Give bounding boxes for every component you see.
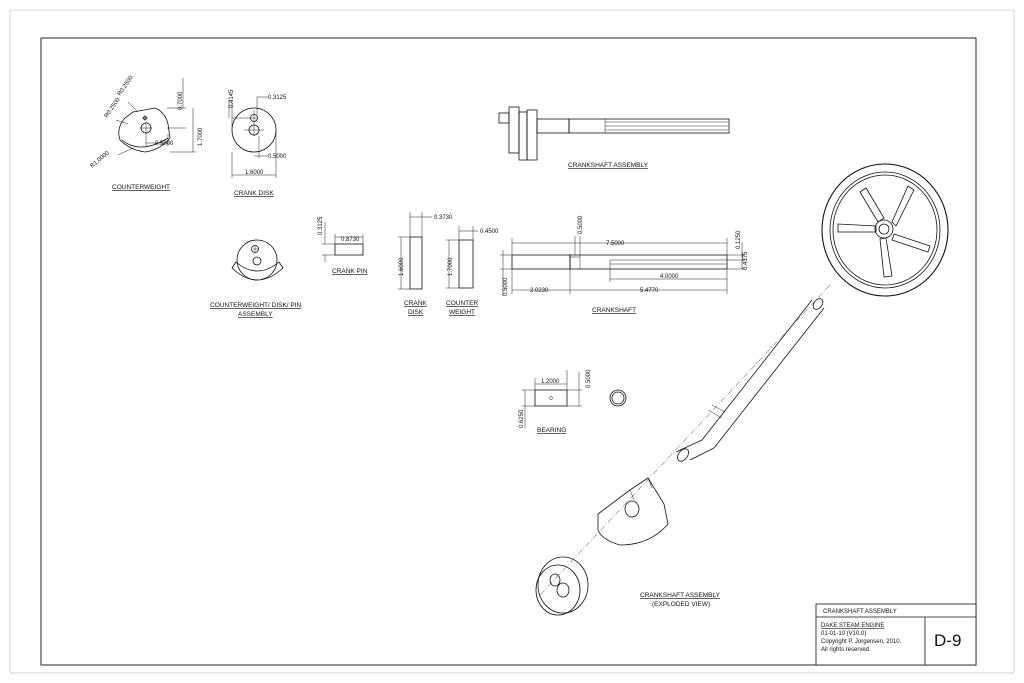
- crank-disk-dim-pin: 0.3125: [268, 95, 287, 101]
- crankshaft-title: CRANKSHAFT: [592, 307, 636, 314]
- crank-disk-dim-offset: 0.4145: [229, 89, 235, 108]
- bearing-view: 1.2000 0.5000 0.6250 BEARING: [519, 369, 627, 434]
- crankshaft-dim-right: 5.4770: [640, 288, 659, 294]
- assembly-title-1: COUNTERWEIGHT/ DISK/ PIN: [210, 302, 302, 309]
- crank-disk-side-dim-thk: 0.3730: [434, 215, 453, 221]
- counterweight-dim-width: 0.5000: [155, 141, 174, 147]
- counterweight-side-dim-thk: 0.4500: [480, 229, 499, 235]
- crankshaft-view: 0.5000 7.5000 0.1250 0.4375 4.0000 0.500…: [500, 215, 749, 314]
- title-block-project: DAKE STEAM ENGINE: [821, 623, 884, 629]
- title-block-version: 01-01-10 (V10.0): [821, 631, 866, 637]
- crank-disk-side-title-2: DISK: [408, 309, 424, 316]
- crank-pin-title: CRANK PIN: [332, 268, 368, 275]
- crankshaft-dim-length: 7.5000: [606, 241, 625, 247]
- title-block-sheet-number: D-9: [934, 631, 961, 650]
- bearing-dim-bore: 0.5000: [586, 369, 592, 388]
- crankshaft-dim-key: 0.5000: [578, 215, 584, 234]
- bearing-dim-len: 1.2000: [541, 379, 560, 385]
- crank-disk-dim-dia: 1.6000: [245, 170, 264, 176]
- counterweight-side-view: 0.4500 1.7000 COUNTER WEIGHT: [446, 226, 499, 316]
- exploded-title-2: (EXPLODED VIEW): [652, 601, 710, 608]
- crankshaft-dim-left: 2.0230: [530, 288, 549, 294]
- bearing-title: BEARING: [537, 427, 566, 434]
- crank-disk-title: CRANK DISK: [234, 190, 274, 197]
- crank-pin-dim-dia: 0.3125: [318, 216, 324, 235]
- crankshaft-assembly-top-view: CRANKSHAFT ASSEMBLY: [498, 106, 730, 169]
- crankshaft-dim-slot: 4.0000: [660, 274, 679, 280]
- crankshaft-dim-dia2: 0.4375: [743, 251, 749, 270]
- outer-border: [9, 9, 1015, 674]
- crankshaft-dim-dia: 0.5000: [503, 277, 509, 296]
- assembly-title-2: ASSEMBLY: [238, 311, 273, 318]
- counterweight-title: COUNTERWEIGHT: [112, 184, 170, 191]
- counterweight-dim-top: 0.7000: [178, 91, 184, 110]
- crank-disk-side-view: 0.3730 1.6000 CRANK DISK: [398, 212, 453, 316]
- exploded-view: CRANKSHAFT ASSEMBLY (EXPLODED VIEW): [535, 163, 949, 616]
- crank-pin-view: 0.3125 0.8730 CRANK PIN: [318, 216, 368, 275]
- counterweight-dim-height: 1.7000: [198, 127, 204, 146]
- crankshaft-dim-flat: 0.1250: [736, 230, 742, 249]
- counterweight-side-title-2: WEIGHT: [449, 309, 475, 316]
- crank-pin-dim-len: 0.8730: [341, 237, 360, 243]
- drawing-border: [40, 37, 977, 666]
- crankshaft-assembly-top-title: CRANKSHAFT ASSEMBLY: [568, 162, 649, 169]
- bearing-dim-od: 0.6250: [519, 409, 525, 428]
- title-block-copyright: Copyright P. Jorgensen, 2010.: [821, 639, 902, 645]
- crank-disk-view: 0.4145 0.3125 0.5000 1.6000 CRANK DISK: [228, 89, 287, 197]
- crank-disk-dim-bore: 0.5000: [268, 154, 287, 160]
- counterweight-side-dim-h: 1.7000: [448, 257, 454, 276]
- title-block-drawing-title: CRANKSHAFT ASSEMBLY: [823, 609, 897, 615]
- crank-disk-side-dim-dia: 1.6000: [399, 257, 405, 276]
- title-block: CRANKSHAFT ASSEMBLY DAKE STEAM ENGINE 01…: [815, 603, 977, 666]
- title-block-rights: All rights reserved.: [821, 647, 871, 653]
- cw-disk-pin-assembly: COUNTERWEIGHT/ DISK/ PIN ASSEMBLY: [210, 239, 302, 318]
- counterweight-side-title-1: COUNTER: [446, 300, 478, 307]
- exploded-title-1: CRANKSHAFT ASSEMBLY: [640, 592, 721, 599]
- crank-disk-side-title-1: CRANK: [404, 300, 427, 307]
